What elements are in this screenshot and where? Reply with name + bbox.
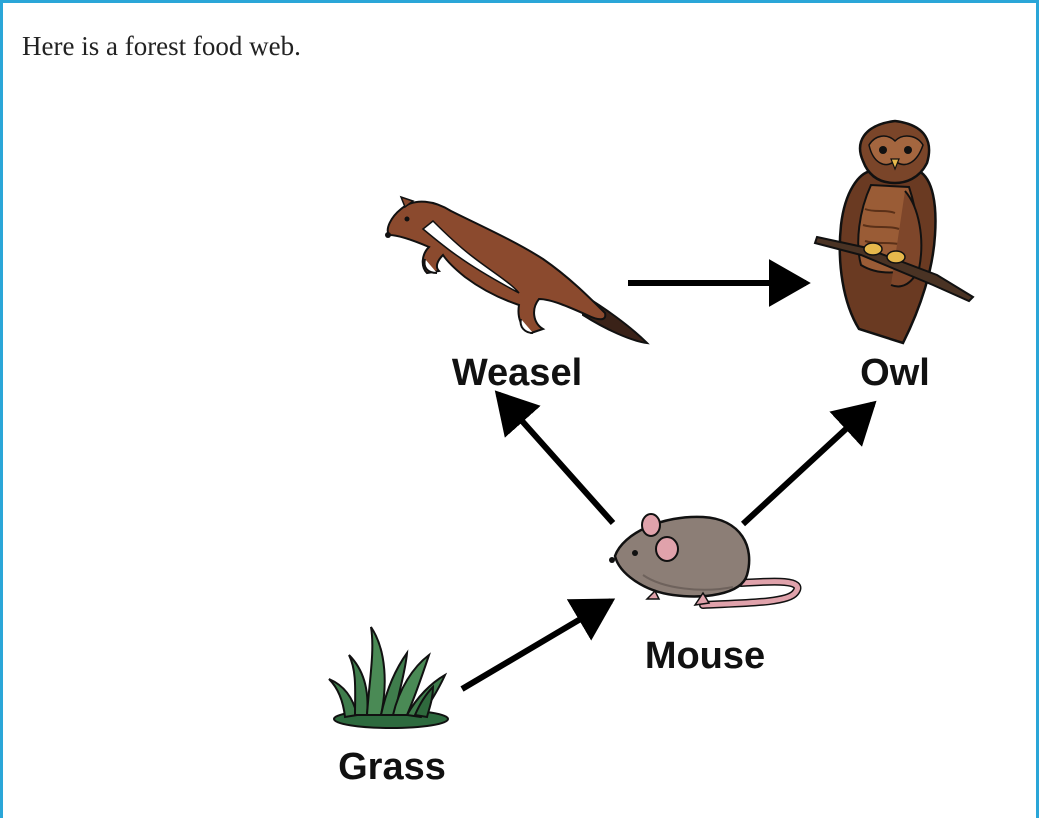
grass-label: Grass [338, 746, 446, 788]
grass-icon [329, 627, 448, 728]
arrows [462, 283, 873, 689]
weasel-icon [385, 197, 647, 343]
weasel-label: Weasel [452, 352, 582, 394]
owl-icon [815, 121, 973, 343]
mouse-icon [609, 514, 797, 605]
owl-label: Owl [860, 352, 930, 394]
arrow-mouse-to-owl [743, 404, 873, 524]
mouse-label: Mouse [645, 635, 765, 677]
arrow-grass-to-mouse [462, 601, 611, 689]
food-web-diagram: Grass Mouse Weasel [3, 3, 1036, 818]
arrow-mouse-to-weasel [498, 394, 613, 523]
